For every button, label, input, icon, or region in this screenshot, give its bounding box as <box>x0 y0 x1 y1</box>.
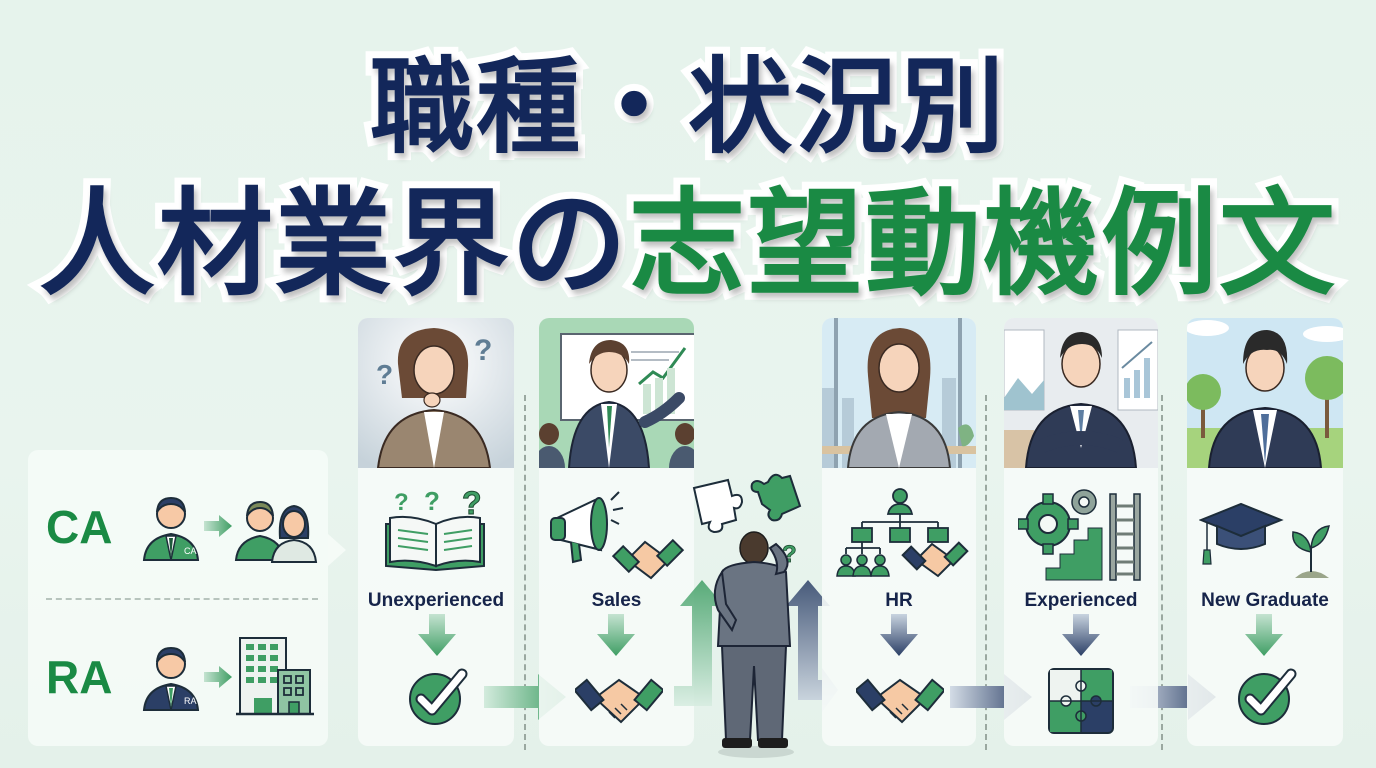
advisor-icon: CA <box>142 496 200 561</box>
column-label: New Graduate <box>1201 590 1329 611</box>
title-line-2: 人材業界の志望動機例文 <box>0 176 1376 314</box>
handshake-icon <box>856 678 944 724</box>
advisor-icon: RA <box>142 646 200 711</box>
graduation-cap-sprout-icon <box>1199 502 1330 578</box>
column-label: Unexperienced <box>367 590 505 611</box>
checkmark-icon <box>1238 668 1297 725</box>
new-graduate-illustration <box>1187 318 1343 468</box>
org-chart-handshake-icon <box>836 488 969 578</box>
megaphone-handshake-icon <box>550 491 685 580</box>
gears-stairs-ladder-icon <box>1018 489 1141 581</box>
presenting-man-illustration <box>539 318 694 468</box>
divider <box>46 598 318 600</box>
title-text-2-navy: 人材業界の <box>32 176 634 314</box>
column-divider <box>524 395 526 750</box>
job-seekers-icon <box>234 500 318 563</box>
svg-text:?: ? <box>474 334 492 367</box>
book-question-icon: ? ? ? ? <box>385 485 485 572</box>
arrow-down-icon <box>1245 614 1283 656</box>
arrow-right-icon <box>204 515 232 537</box>
column-sales[interactable]: Sales <box>539 318 694 746</box>
handshake-icon <box>575 678 663 724</box>
column-unexperienced[interactable]: ? ? ? ? ? ? Unexperienced <box>358 318 514 746</box>
checkmark-icon <box>409 668 468 725</box>
company-building-icon <box>236 637 314 716</box>
svg-text:?: ? <box>376 359 393 390</box>
arrow-right-icon <box>204 666 232 688</box>
arrow-down-icon <box>597 614 635 656</box>
arrow-down-icon <box>1062 614 1100 656</box>
svg-text:RA: RA <box>184 696 197 706</box>
panel-pointer <box>328 534 346 566</box>
arrow-down-icon <box>418 614 456 656</box>
experienced-man-illustration <box>1004 318 1158 468</box>
column-hr[interactable]: HR <box>822 318 976 746</box>
column-divider <box>985 395 987 750</box>
thinking-woman-illustration: ? ? <box>358 318 514 468</box>
role-panel: CA CA RA RA <box>28 450 346 746</box>
column-label: Sales <box>591 590 642 611</box>
puzzle-icon <box>1048 668 1114 734</box>
role-label-ra: RA <box>46 651 113 703</box>
arrow-down-icon <box>880 614 918 656</box>
column-experienced[interactable]: Experienced <box>1004 318 1158 746</box>
hr-woman-illustration <box>822 318 976 468</box>
title-line-1: 職種・状況別 <box>0 45 1376 169</box>
svg-text:?: ? <box>394 489 409 516</box>
column-label: HR <box>885 590 913 611</box>
column-label: Experienced <box>1024 590 1138 611</box>
title-text-1: 職種・状況別 <box>363 45 1011 169</box>
column-new-graduate[interactable]: New Graduate <box>1187 318 1343 746</box>
svg-text:?: ? <box>462 485 482 521</box>
column-divider <box>1161 395 1163 750</box>
svg-text:?: ? <box>424 486 440 516</box>
decision-man-illustration: ? <box>674 473 838 758</box>
title-text-2-green: 志望動機例文 <box>622 176 1342 314</box>
svg-text:CA: CA <box>184 546 197 556</box>
role-label-ca: CA <box>46 501 113 553</box>
